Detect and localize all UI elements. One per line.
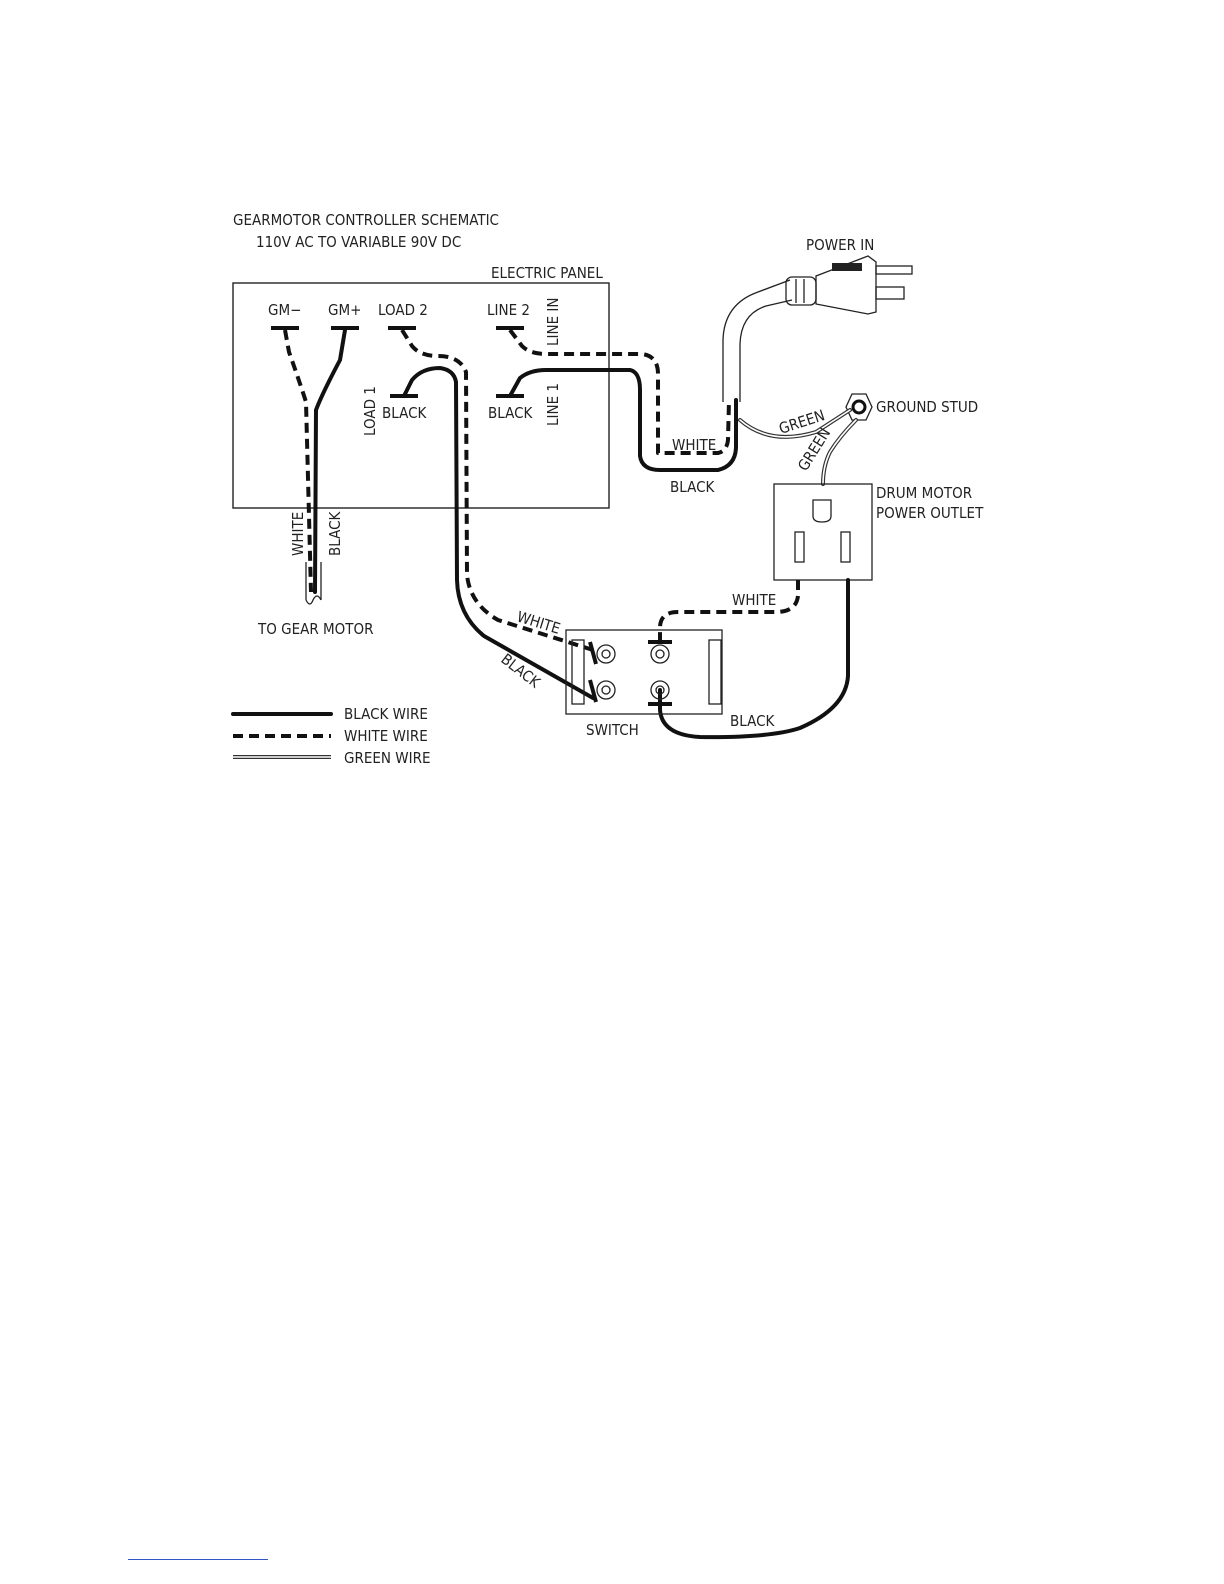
terminal-load1-wire-label: BLACK [382, 404, 428, 422]
terminal-gm-minus-label: GM− [268, 301, 301, 319]
outlet-black-wire-label: BLACK [730, 712, 776, 730]
outlet-label-line1: DRUM MOTOR [876, 484, 972, 502]
cord-black-wire-label: BLACK [670, 478, 716, 496]
terminal-line1-label: LINE 1 [544, 383, 562, 426]
legend-white-label: WHITE WIRE [344, 727, 428, 745]
load2-white-wire [402, 330, 593, 650]
power-outlet-icon [774, 484, 872, 580]
terminal-load1-label: LOAD 1 [361, 386, 379, 436]
green-wire-label-2: GREEN [794, 425, 834, 474]
outlet-label-line2: POWER OUTLET [876, 504, 984, 522]
electric-panel-label: ELECTRIC PANEL [491, 264, 603, 282]
panel-terminals [271, 328, 524, 396]
ground-stud-icon [846, 394, 872, 420]
outlet-white-wire-label: WHITE [732, 591, 776, 609]
power-plug-icon [723, 256, 912, 402]
terminal-gm-plus-label: GM+ [328, 301, 361, 319]
terminal-load2-label: LOAD 2 [378, 301, 428, 319]
ground-stud-label: GROUND STUD [876, 398, 978, 416]
terminal-line-in-label: LINE IN [544, 298, 562, 346]
legend: BLACK WIRE WHITE WIRE GREEN WIRE [233, 705, 430, 767]
gm-white-wire-label: WHITE [289, 512, 307, 556]
switch-icon [566, 630, 722, 714]
outlet-white-wire [660, 580, 798, 644]
schematic-title: GEARMOTOR CONTROLLER SCHEMATIC [233, 211, 499, 229]
legend-black-label: BLACK WIRE [344, 705, 428, 723]
green-wire-stud-to-outlet [823, 420, 856, 484]
schematic-subtitle: 110V AC TO VARIABLE 90V DC [256, 233, 461, 251]
gm-black-wire-label: BLACK [326, 510, 344, 556]
terminal-line1-wire-label: BLACK [488, 404, 534, 422]
power-in-label: POWER IN [806, 236, 874, 254]
switch-label: SWITCH [586, 721, 639, 739]
footer-rule [128, 1559, 268, 1560]
cord-white-wire-label: WHITE [672, 436, 716, 454]
terminal-line2-label: LINE 2 [487, 301, 530, 319]
legend-green-label: GREEN WIRE [344, 749, 430, 767]
gear-motor-label: TO GEAR MOTOR [257, 620, 374, 638]
line2-white-wire [510, 330, 729, 453]
